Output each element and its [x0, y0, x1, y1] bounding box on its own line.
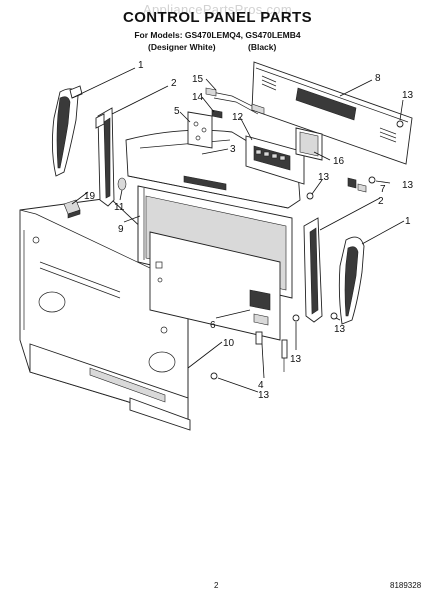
diagram-title: CONTROL PANEL PARTS — [123, 9, 312, 26]
part-1-right-end-cap — [338, 236, 365, 325]
callout-13-top-right: 13 — [402, 90, 414, 101]
part-1-left-end-cap — [51, 85, 83, 177]
callout-8: 8 — [375, 73, 381, 84]
callout-7: 7 — [380, 184, 386, 195]
part-4-fasteners — [255, 331, 288, 372]
part-14-connector — [211, 109, 223, 119]
callout-15: 15 — [192, 74, 204, 85]
callout-13-right: 13 — [402, 180, 414, 191]
callout-19: 19 — [84, 191, 96, 202]
part-2-right-bracket — [303, 217, 323, 323]
callout-3: 3 — [230, 144, 236, 155]
watermark: AppliancePartsPros.com — [143, 2, 292, 17]
page-number: 2 — [214, 581, 219, 590]
models-line: For Models: GS470LEMQ4, GS470LEMB4 — [134, 30, 301, 40]
screws-13 — [210, 120, 404, 380]
callout-13-lower: 13 — [290, 354, 302, 365]
part-6-front-panel — [149, 231, 281, 341]
variant-designer-white: (Designer White) — [148, 42, 216, 52]
part-11-spacer — [117, 177, 127, 191]
part-5-bracket — [187, 111, 213, 149]
callout-2-left: 2 — [171, 78, 177, 89]
part-8-vent-panel — [251, 61, 413, 165]
part-2-left-bracket — [95, 107, 115, 207]
part-7-clip — [347, 177, 367, 193]
callout-6: 6 — [210, 320, 216, 331]
vent-slots — [261, 75, 397, 143]
part-16-control-module — [295, 127, 323, 161]
callout-2-right: 2 — [378, 196, 384, 207]
callout-13-lower-right: 13 — [334, 324, 346, 335]
callout-1-left: 1 — [138, 60, 144, 71]
callout-13-bottom: 13 — [258, 390, 270, 401]
document-number: 8189328 — [390, 581, 422, 590]
leader-lines — [71, 67, 405, 393]
callout-13-mid: 13 — [318, 172, 330, 183]
callout-5: 5 — [174, 106, 180, 117]
variant-black: (Black) — [248, 42, 277, 52]
callout-14: 14 — [192, 92, 204, 103]
callout-4: 4 — [258, 380, 264, 391]
part-19-clip — [63, 199, 81, 219]
callout-9: 9 — [118, 224, 124, 235]
part-12-electronic-control — [245, 135, 305, 185]
callout-labels: 1 2 3 4 5 6 7 8 9 10 11 12 13 13 13 13 1… — [84, 60, 414, 401]
control-keypad — [255, 149, 286, 161]
callout-1-right: 1 — [405, 216, 411, 227]
callout-16: 16 — [333, 156, 345, 167]
callout-12: 12 — [232, 112, 244, 123]
part-15-wire-harness — [205, 87, 265, 115]
callout-10: 10 — [223, 338, 235, 349]
callout-11: 11 — [114, 202, 125, 213]
